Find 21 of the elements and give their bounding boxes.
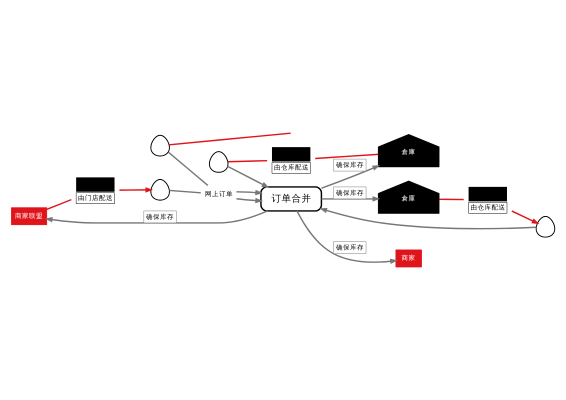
arrow: [512, 210, 540, 224]
arrow: [322, 196, 380, 202]
node-person: [150, 179, 170, 201]
connector: [168, 152, 208, 186]
arrow: [321, 165, 380, 189]
node-person: [150, 134, 170, 156]
connector: [439, 198, 464, 200]
arrow: [296, 210, 398, 264]
connector: [315, 154, 378, 160]
node-person: [536, 216, 556, 238]
arrow: [319, 208, 536, 230]
arrow: [119, 187, 154, 193]
node-box: 订单合并: [260, 186, 322, 212]
connector: [228, 160, 268, 162]
node-person: [208, 151, 228, 173]
connector: [46, 198, 72, 210]
connector: [169, 132, 291, 146]
arrow: [236, 190, 264, 196]
connector: [169, 190, 201, 194]
arrow: [227, 166, 270, 188]
arrow: [236, 198, 264, 204]
